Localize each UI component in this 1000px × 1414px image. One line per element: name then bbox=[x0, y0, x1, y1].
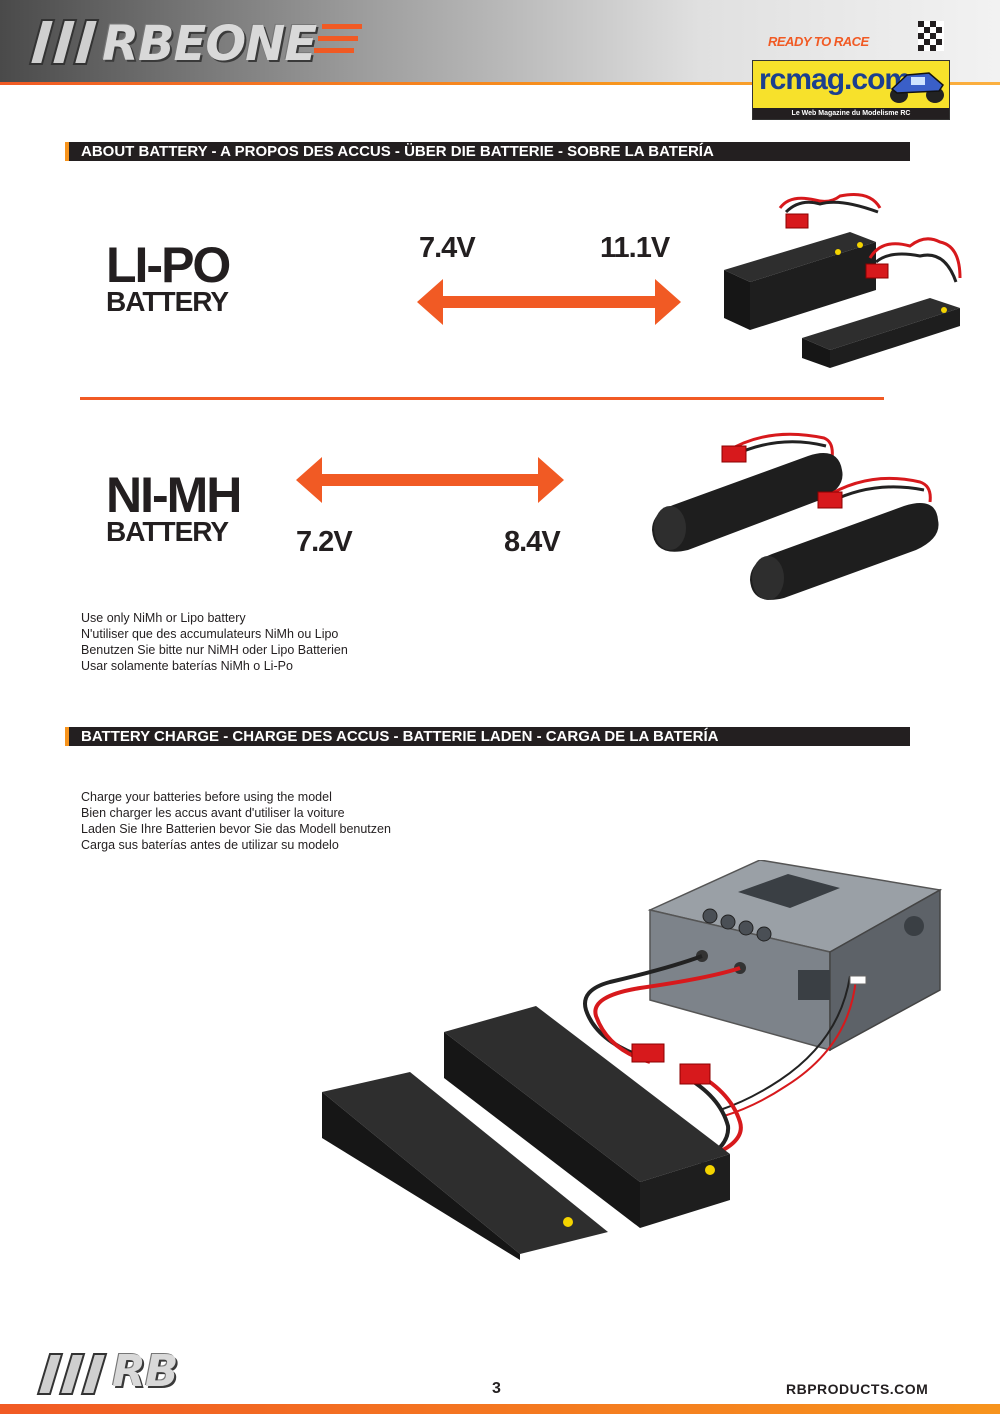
charge-note-de: Laden Sie Ihre Batterien bevor Sie das M… bbox=[81, 822, 391, 836]
battery-note-de: Benutzen Sie bitte nur NiMH oder Lipo Ba… bbox=[81, 643, 348, 657]
rcmag-title: rcmag.com bbox=[759, 63, 911, 96]
rcmag-badge: rcmag.com Le Web Magazine du Modelisme R… bbox=[752, 60, 950, 120]
lipo-sublabel: BATTERY bbox=[106, 286, 229, 317]
brand-logo-text: RBEONE bbox=[102, 16, 317, 72]
rc-car-icon bbox=[890, 72, 944, 103]
nimh-battery-1 bbox=[652, 432, 843, 552]
charge-battery-back bbox=[444, 1006, 730, 1228]
footer-logo: RB bbox=[32, 1346, 202, 1398]
nimh-voltage-range-arrow-icon bbox=[296, 457, 564, 503]
charge-note-en: Charge your batteries before using the m… bbox=[81, 790, 332, 804]
brand-logo: RBEONE bbox=[22, 14, 367, 72]
footer-accent-line bbox=[0, 1404, 1000, 1414]
lipo-battery-2 bbox=[802, 237, 962, 368]
nimh-sublabel: BATTERY bbox=[106, 516, 229, 547]
lipo-batteries-illustration bbox=[724, 193, 962, 368]
lipo-label: LI-PO bbox=[106, 237, 231, 293]
checkered-flag-icon bbox=[918, 21, 944, 51]
header-accent-line bbox=[0, 82, 1000, 85]
section-header-battery: ABOUT BATTERY - A PROPOS DES ACCUS - ÜBE… bbox=[65, 142, 910, 161]
battery-note-en: Use only NiMh or Lipo battery bbox=[81, 611, 246, 625]
lipo-battery-1 bbox=[724, 193, 882, 330]
section-header-charge: BATTERY CHARGE - CHARGE DES ACCUS - BATT… bbox=[65, 727, 910, 746]
charge-note-fr: Bien charger les accus avant d'utiliser … bbox=[81, 806, 345, 820]
battery-connector-icon bbox=[631, 1043, 665, 1063]
rcmag-subtitle: Le Web Magazine du Modelisme RC bbox=[791, 110, 911, 117]
battery-note-es: Usar solamente baterías NiMh o Li-Po bbox=[81, 659, 293, 673]
lipo-voltage-range-arrow-icon bbox=[417, 279, 681, 325]
rcmag-subtitle-bar: Le Web Magazine du Modelisme RC bbox=[753, 108, 949, 119]
nimh-batteries-illustration bbox=[652, 432, 939, 600]
balance-plug-icon bbox=[849, 975, 867, 985]
tagline-text: READY TO RACE bbox=[768, 34, 869, 49]
nimh-battery-2 bbox=[750, 476, 939, 600]
charge-notes: Charge your batteries before using the m… bbox=[81, 789, 391, 853]
brand-logo-graphic bbox=[28, 19, 362, 65]
charger-icon bbox=[647, 860, 943, 1052]
lipo-max-voltage: 11.1V bbox=[600, 232, 670, 264]
website: RBPRODUCTS.COM bbox=[786, 1381, 929, 1397]
battery-usage-notes: Use only NiMh or Lipo battery N'utiliser… bbox=[81, 610, 348, 674]
charger-connector-icon bbox=[679, 1063, 711, 1085]
charge-battery-front bbox=[322, 1072, 608, 1260]
footer-logo-text: RB bbox=[112, 1346, 178, 1397]
tagline: READY TO RACE bbox=[768, 21, 948, 51]
battery-note-fr: N'utiliser que des accumulateurs NiMh ou… bbox=[81, 627, 339, 641]
charge-note-es: Carga sus baterías antes de utilizar su … bbox=[81, 838, 339, 852]
charging-setup-illustration bbox=[322, 860, 943, 1260]
footer-logo-graphic bbox=[36, 1353, 108, 1395]
page-number: 3 bbox=[492, 1380, 501, 1397]
nimh-min-voltage: 7.2V bbox=[296, 526, 353, 558]
nimh-label: NI-MH bbox=[106, 467, 242, 523]
section-divider bbox=[80, 397, 884, 400]
lipo-min-voltage: 7.4V bbox=[419, 232, 476, 264]
nimh-max-voltage: 8.4V bbox=[504, 526, 561, 558]
